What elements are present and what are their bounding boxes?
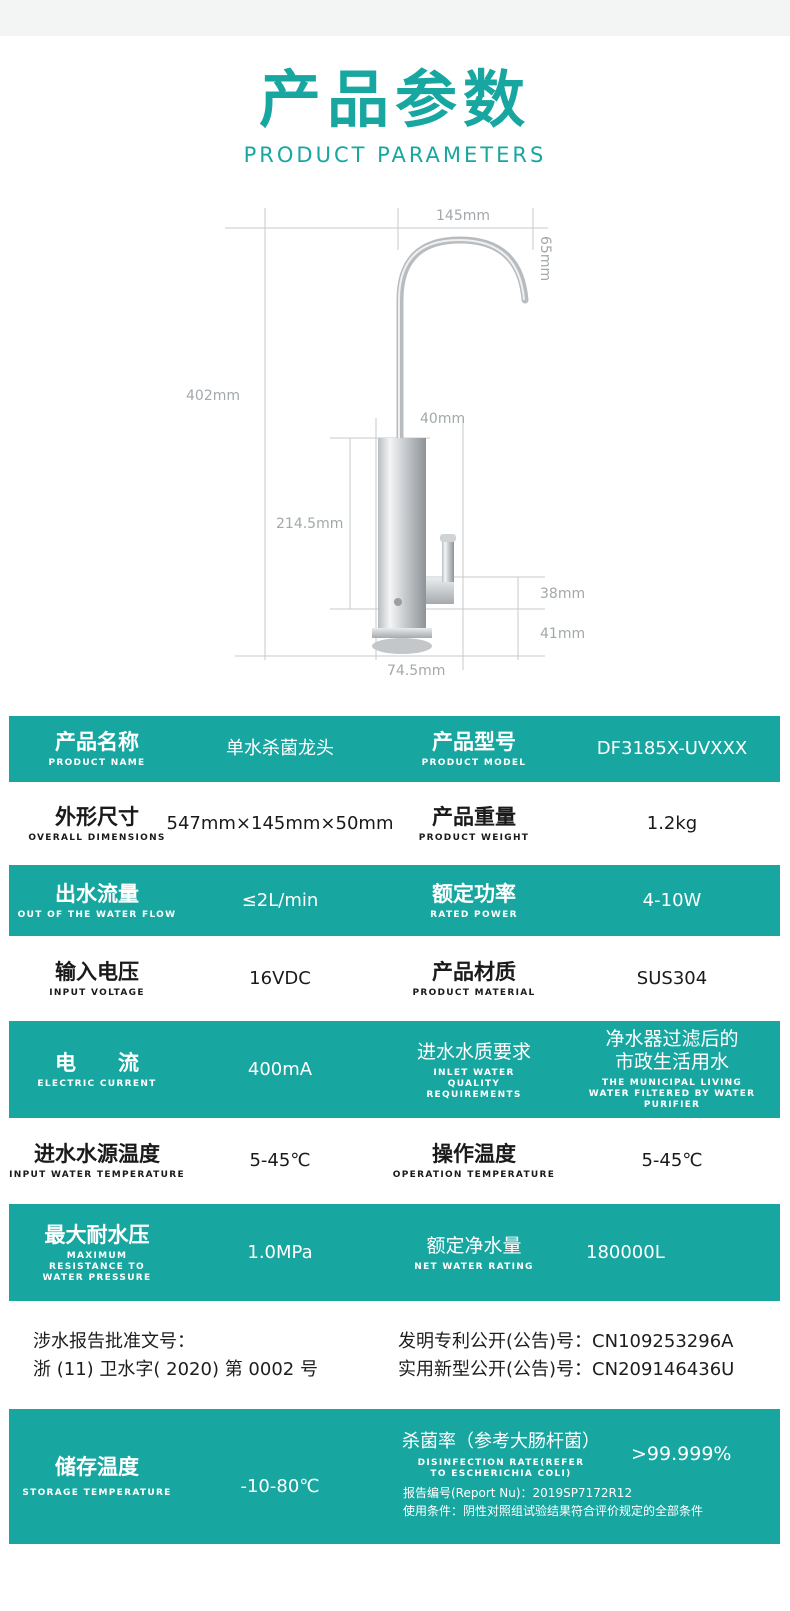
spec-value: 1.0MPa bbox=[247, 1241, 313, 1263]
utility-patent: 实用新型公开(公告)号：CN209146436U bbox=[398, 1359, 735, 1380]
spec-value: 单水杀菌龙头 bbox=[226, 738, 334, 759]
spec-value: 16VDC bbox=[249, 967, 311, 989]
faucet-diagram bbox=[225, 208, 548, 670]
spec-label-en: PRODUCT WEIGHT bbox=[418, 832, 530, 843]
spec-value: 5-45℃ bbox=[249, 1150, 311, 1171]
dim-spout-drop: 65mm bbox=[537, 236, 553, 282]
spec-label-en: PRODUCT MATERIAL bbox=[412, 987, 536, 998]
faucet-body bbox=[378, 438, 426, 628]
spec-value: 547mm×145mm×50mm bbox=[166, 812, 394, 834]
spec-value: -10-80℃ bbox=[240, 1475, 320, 1497]
page-title: 产品参数 bbox=[258, 63, 531, 136]
spec-row-6: 进水水源温度 INPUT WATER TEMPERATURE 5-45℃ 操作温… bbox=[9, 1118, 780, 1204]
disinfection-value: >99.999% bbox=[631, 1443, 732, 1465]
approval-number: 浙 (11) 卫水字( 2020) 第 0002 号 bbox=[33, 1359, 318, 1380]
disinfection-label: 杀菌率（参考大肠杆菌） bbox=[402, 1431, 600, 1452]
spec-value: 净水器过滤后的 市政生活用水 bbox=[605, 1028, 739, 1073]
spec-label: 操作温度 bbox=[432, 1142, 516, 1166]
faucet-handle bbox=[426, 578, 454, 604]
spec-label-en: OPERATION TEMPERATURE bbox=[392, 1170, 556, 1180]
spec-row-2: 外形尺寸 OVERALL DIMENSIONS 547mm×145mm×50mm… bbox=[9, 782, 780, 865]
spec-label-en: MAXIMUM RESISTANCE TO WATER PRESSURE bbox=[42, 1250, 152, 1283]
spec-label-en: OUT OF THE WATER FLOW bbox=[17, 909, 177, 920]
spec-label: 产品材质 bbox=[432, 959, 516, 984]
spec-value: DF3185X-UVXXX bbox=[596, 738, 748, 759]
spec-value: 5-45℃ bbox=[641, 1150, 703, 1171]
report-number: 报告编号(Report Nu)：2019SP7172R12 bbox=[403, 1486, 633, 1500]
spec-label: 电 流 bbox=[55, 1050, 139, 1075]
spec-row-1: 产品名称 PRODUCT NAME 单水杀菌龙头 产品型号 PRODUCT MO… bbox=[9, 716, 780, 782]
dim-total-height: 402mm bbox=[186, 388, 240, 404]
spec-label: 产品重量 bbox=[432, 804, 516, 829]
spec-value: 1.2kg bbox=[646, 812, 698, 834]
spec-label: 进水水质要求 bbox=[416, 1040, 531, 1063]
spec-label-en: ELECTRIC CURRENT bbox=[37, 1078, 157, 1089]
spec-label-en: INLET WATER QUALITY REQUIREMENTS bbox=[426, 1067, 522, 1100]
dim-handle-height: 38mm bbox=[540, 586, 586, 602]
spec-label-en: OVERALL DIMENSIONS bbox=[28, 832, 166, 843]
spec-label-en: PRODUCT MODEL bbox=[421, 758, 527, 768]
spec-value: 4-10W bbox=[642, 889, 702, 911]
dim-base-width: 74.5mm bbox=[387, 663, 446, 679]
top-band bbox=[0, 0, 790, 36]
usage-condition: 使用条件：阴性对照组试验结果符合评价规定的全部条件 bbox=[403, 1504, 704, 1518]
spec-label: 外形尺寸 bbox=[55, 804, 139, 829]
invention-patent: 发明专利公开(公告)号：CN109253296A bbox=[398, 1331, 734, 1352]
spec-label-en: INPUT VOLTAGE bbox=[49, 987, 145, 998]
dim-top-width: 145mm bbox=[436, 208, 490, 224]
dim-base-height: 41mm bbox=[540, 626, 586, 642]
spec-row-4: 输入电压 INPUT VOLTAGE 16VDC 产品材质 PRODUCT MA… bbox=[9, 936, 780, 1021]
spec-label: 储存温度 bbox=[55, 1455, 139, 1479]
spec-value: ≤2L/min bbox=[241, 889, 319, 911]
disinfection-label-en: DISINFECTION RATE(REFER TO ESCHERICHIA C… bbox=[417, 1458, 585, 1479]
approval-label: 涉水报告批准文号： bbox=[33, 1331, 195, 1352]
spec-row-5: 电 流 ELECTRIC CURRENT 400mA 进水水质要求 INLET … bbox=[9, 1021, 780, 1118]
spec-label: 最大耐水压 bbox=[44, 1222, 150, 1247]
spec-value-en: THE MUNICIPAL LIVING WATER FILTERED BY W… bbox=[588, 1078, 756, 1110]
spec-label-en: PRODUCT NAME bbox=[48, 758, 146, 768]
spec-label-en: NET WATER RATING bbox=[414, 1261, 534, 1272]
spec-label: 产品名称 bbox=[55, 730, 139, 754]
spec-label: 输入电压 bbox=[55, 959, 139, 984]
dim-body-width: 40mm bbox=[420, 411, 466, 427]
dim-body-height: 214.5mm bbox=[276, 516, 344, 532]
spec-label: 产品型号 bbox=[432, 730, 516, 754]
spec-row-7: 最大耐水压 MAXIMUM RESISTANCE TO WATER PRESSU… bbox=[9, 1204, 780, 1301]
spec-label: 额定功率 bbox=[432, 881, 516, 906]
spec-label-en: RATED POWER bbox=[430, 909, 518, 920]
spec-label: 进水水源温度 bbox=[34, 1142, 160, 1166]
spec-label: 额定净水量 bbox=[426, 1234, 522, 1257]
faucet-base bbox=[372, 628, 432, 638]
page-subtitle: PRODUCT PARAMETERS bbox=[243, 143, 547, 167]
spec-value: 180000L bbox=[586, 1241, 665, 1263]
spec-label-en: INPUT WATER TEMPERATURE bbox=[9, 1170, 185, 1180]
spec-value: 400mA bbox=[247, 1058, 313, 1080]
spec-row-3: 出水流量 OUT OF THE WATER FLOW ≤2L/min 额定功率 … bbox=[9, 865, 780, 936]
spec-label: 出水流量 bbox=[55, 881, 139, 906]
spec-label-en: STORAGE TEMPERATURE bbox=[22, 1488, 172, 1498]
spec-row-storage: 储存温度 STORAGE TEMPERATURE -10-80℃ 杀菌率（参考大… bbox=[9, 1409, 780, 1544]
spec-value: SUS304 bbox=[636, 967, 708, 989]
